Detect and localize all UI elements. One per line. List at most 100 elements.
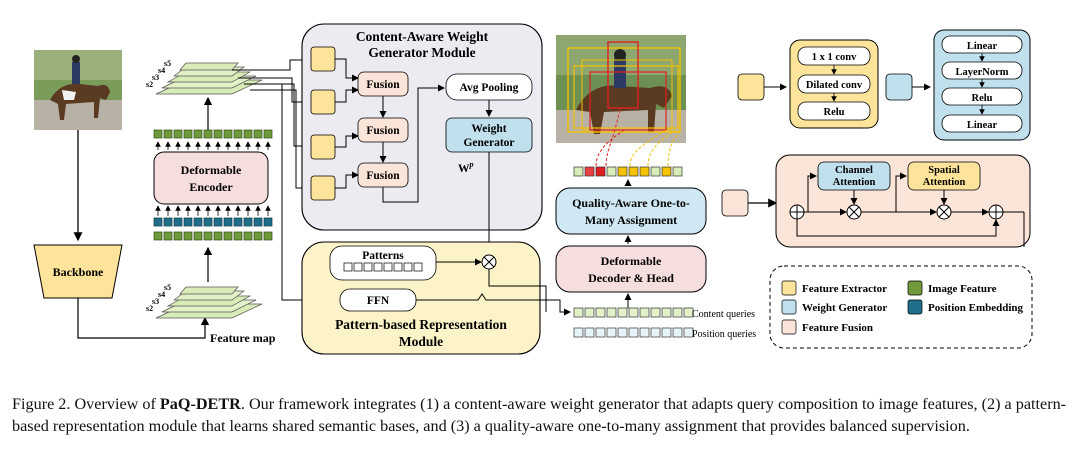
- position-query-token: [661, 327, 672, 338]
- svg-text:Attention: Attention: [923, 177, 966, 188]
- image-feature-token: [203, 129, 213, 139]
- feature-extractor-detail: 1 x 1 conv Dilated conv Relu: [737, 39, 879, 129]
- image-feature-token: [153, 231, 163, 241]
- pattern-token: [393, 262, 403, 272]
- content-query-token: [595, 307, 606, 318]
- position-token: [243, 217, 253, 227]
- position-token: [193, 217, 203, 227]
- svg-text:Many Assignment: Many Assignment: [585, 213, 677, 227]
- content-query-token: [683, 307, 694, 318]
- pattern-token: [363, 262, 373, 272]
- svg-text:Feature Fusion: Feature Fusion: [802, 322, 873, 334]
- svg-text:Channel: Channel: [835, 165, 873, 176]
- position-token: [163, 217, 173, 227]
- position-query-token: [617, 327, 628, 338]
- pattern-squares: [343, 262, 423, 272]
- query-token: [606, 166, 617, 177]
- pattern-token: [373, 262, 383, 272]
- content-query-token: [617, 307, 628, 318]
- pattern-token: [383, 262, 393, 272]
- position-query-token: [683, 327, 694, 338]
- feature-map-label: Feature map: [210, 331, 276, 345]
- svg-text:Attention: Attention: [833, 177, 876, 188]
- query-token: [628, 166, 639, 177]
- image-feature-token: [253, 129, 263, 139]
- image-feature-token: [243, 129, 253, 139]
- image-feature-token: [253, 231, 263, 241]
- position-token: [263, 217, 273, 227]
- svg-text:Generator: Generator: [463, 137, 514, 149]
- svg-text:Patterns: Patterns: [362, 250, 404, 262]
- legend: Feature Extractor Image Feature Weight G…: [769, 265, 1033, 349]
- pattern-token: [413, 262, 423, 272]
- svg-text:LayerNorm: LayerNorm: [955, 67, 1008, 78]
- position-query-token: [606, 327, 617, 338]
- assigned-query-row: [573, 166, 683, 177]
- position-token: [183, 217, 193, 227]
- image-feature-token: [153, 129, 163, 139]
- backbone-label: Backbone: [53, 265, 104, 279]
- query-token: [650, 166, 661, 177]
- content-query-token: [628, 307, 639, 318]
- position-query-token: [650, 327, 661, 338]
- svg-text:s3: s3: [152, 297, 159, 306]
- content-queries-label: Content queries: [692, 309, 755, 320]
- input-image: [34, 50, 122, 130]
- content-query-token: [639, 307, 650, 318]
- position-token: [203, 217, 213, 227]
- query-token: [661, 166, 672, 177]
- content-aware-weight-generator-module: Content-Aware Weight Generator Module Fu…: [301, 23, 543, 231]
- content-query-token: [573, 307, 584, 318]
- svg-text:Weight Generator: Weight Generator: [802, 302, 887, 314]
- image-feature-token: [263, 231, 273, 241]
- image-feature-token: [163, 129, 173, 139]
- svg-text:Spatial: Spatial: [928, 165, 960, 176]
- backbone-block: Backbone: [33, 244, 123, 299]
- svg-text:1 x 1 conv: 1 x 1 conv: [812, 52, 857, 63]
- wp-label: Wp: [458, 160, 474, 175]
- query-token: [617, 166, 628, 177]
- svg-text:Avg Pooling: Avg Pooling: [460, 82, 519, 94]
- position-query-token: [639, 327, 650, 338]
- svg-text:Weight: Weight: [471, 123, 506, 135]
- svg-text:Linear: Linear: [967, 120, 998, 131]
- paq-detr-name: PaQ-DETR: [159, 395, 241, 413]
- scale-s4-top: s4: [158, 66, 165, 75]
- svg-text:s2: s2: [146, 304, 153, 313]
- content-query-token: [672, 307, 683, 318]
- position-query-row: [573, 327, 694, 338]
- content-query-token: [584, 307, 595, 318]
- svg-text:Relu: Relu: [824, 107, 845, 118]
- position-token: [253, 217, 263, 227]
- svg-text:Fusion: Fusion: [366, 79, 400, 91]
- image-feature-row-bottom: [153, 231, 273, 241]
- svg-text:Module: Module: [399, 334, 443, 349]
- svg-text:Image Feature: Image Feature: [928, 283, 997, 295]
- image-feature-token: [233, 231, 243, 241]
- scale-s5-top: s5: [164, 59, 171, 68]
- content-query-token: [650, 307, 661, 318]
- svg-text:Fusion: Fusion: [366, 170, 400, 182]
- content-query-token: [661, 307, 672, 318]
- svg-text:s5: s5: [164, 283, 171, 292]
- pattern-token: [353, 262, 363, 272]
- content-query-token: [606, 307, 617, 318]
- position-query-token: [628, 327, 639, 338]
- top-feature-stack: s5 s4 s3 s2: [146, 59, 263, 95]
- position-queries-label: Position queries: [692, 329, 756, 340]
- architecture-diagram: Backbone s5 s4 s3 s2 Deformable Encoder …: [33, 23, 1033, 355]
- query-token: [584, 166, 595, 177]
- figure-caption: Figure 2. Overview of PaQ-DETR. Our fram…: [12, 395, 1067, 435]
- position-query-token: [595, 327, 606, 338]
- weight-generator-detail: Linear LayerNorm Relu Linear: [885, 29, 1031, 141]
- position-query-token: [584, 327, 595, 338]
- svg-text:Relu: Relu: [972, 93, 993, 104]
- image-feature-token: [163, 231, 173, 241]
- svg-text:Encoder: Encoder: [189, 180, 233, 194]
- image-feature-token: [233, 129, 243, 139]
- svg-text:Deformable: Deformable: [181, 163, 242, 177]
- image-feature-token: [183, 231, 193, 241]
- scale-s3-top: s3: [152, 73, 159, 82]
- svg-text:Dilated conv: Dilated conv: [806, 80, 863, 91]
- svg-text:Decoder & Head: Decoder & Head: [588, 271, 674, 285]
